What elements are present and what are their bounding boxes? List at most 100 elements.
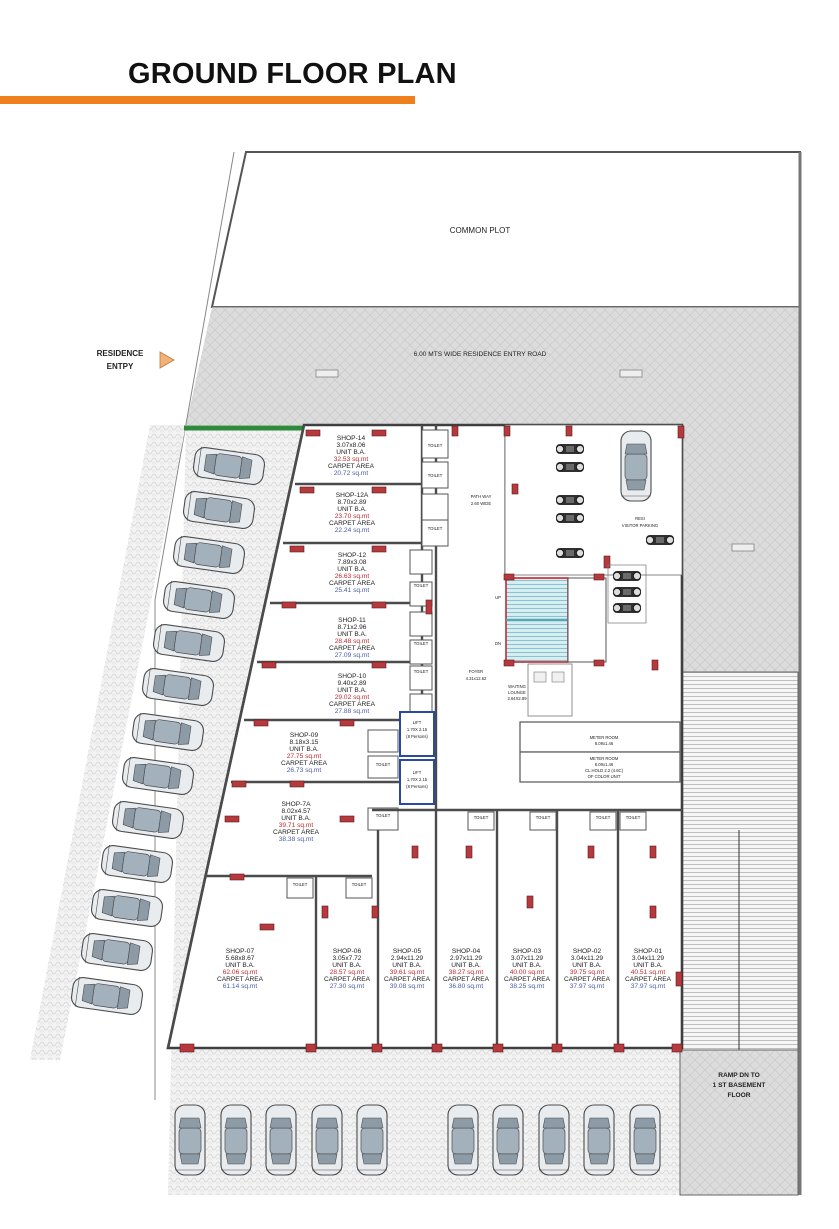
shop-07: SHOP-07 5.68x8.67 UNIT B.A. 62.06 sq.mt … xyxy=(217,948,264,990)
toilet-label: TOILET xyxy=(376,762,391,767)
shop-ba: 29.02 sq.mt xyxy=(335,694,370,701)
shop-ba: 62.06 sq.mt xyxy=(223,969,258,976)
shop-03: SHOP-03 3.07x11.29 UNIT B.A. 40.00 sq.mt… xyxy=(504,948,551,990)
pathway-line2: 2.60 WIDE xyxy=(471,501,491,506)
shop-carpet: 37.97 sq.mt xyxy=(631,983,666,990)
common-plot: COMMON PLOT xyxy=(210,151,801,308)
shop-carpet-label: CARPET AREA xyxy=(443,976,490,983)
ramp: RAMP DN TO 1 ST BASEMENT FLOOR xyxy=(679,671,799,1196)
foyer-line1: FOYER xyxy=(469,669,483,674)
shop-carpet-label: CARPET AREA xyxy=(564,976,611,983)
car-icon xyxy=(538,1104,570,1176)
car-icon xyxy=(69,975,145,1017)
lift-2: LIFT 1.70X 2.15 (8 Persons) xyxy=(399,759,435,805)
shop-ba: 28.48 sq.mt xyxy=(335,638,370,645)
shop-02: SHOP-02 3.04x11.29 UNIT B.A. 39.75 sq.mt… xyxy=(564,948,611,990)
common-plot-label: COMMON PLOT xyxy=(450,226,511,235)
shop-carpet-label: CARPET AREA xyxy=(328,463,375,470)
car-icon xyxy=(447,1104,479,1176)
shop-unit: UNIT B.A. xyxy=(337,506,367,513)
ramp-label-line1: RAMP DN TO xyxy=(718,1072,760,1079)
car-icon xyxy=(110,799,186,841)
shop-name: SHOP-02 xyxy=(573,948,602,955)
page-title: GROUND FLOOR PLAN xyxy=(128,58,457,90)
foyer-line2: 4.31x12.62 xyxy=(466,676,487,681)
car-icon xyxy=(265,1104,297,1176)
lift-1-size: 1.70X 2.15 xyxy=(407,727,428,732)
visitor-parking-vehicles xyxy=(555,430,675,624)
car-icon xyxy=(311,1104,343,1176)
entry-road: 6.00 MTS WIDE RESIDENCE ENTRY ROAD xyxy=(186,306,800,672)
shop-ba: 38.27 sq.mt xyxy=(449,969,484,976)
shop-name: SHOP-01 xyxy=(634,948,663,955)
shop-dim: 3.04x11.29 xyxy=(571,955,603,962)
shop-name: SHOP-05 xyxy=(393,948,422,955)
car-icon xyxy=(220,1104,252,1176)
shop-dim: 5.68x8.67 xyxy=(226,955,255,962)
shop-carpet: 27.30 sq.mt xyxy=(330,983,365,990)
lift-1: LIFT 1.70X 2.15 (8 Persons) xyxy=(399,711,435,757)
waiting-line2: LOUNGE xyxy=(508,690,526,695)
lift-2-name: LIFT xyxy=(413,770,422,775)
shop-unit: UNIT B.A. xyxy=(392,962,422,969)
shop-carpet: 20.72 sq.mt xyxy=(334,470,369,477)
shop-unit: UNIT B.A. xyxy=(633,962,663,969)
shop-ba: 39.71 sq.mt xyxy=(279,822,314,829)
bike-icon xyxy=(555,443,585,455)
shop-dim: 8.70x2.89 xyxy=(338,499,367,506)
shop-ba: 40.00 sq.mt xyxy=(510,969,545,976)
columns xyxy=(179,425,685,1053)
meter-room-1-line2: 8.09x1.46 xyxy=(595,741,614,746)
shop-name: SHOP-12A xyxy=(336,492,369,499)
shop-09: SHOP-09 8.18x3.15 UNIT B.A. 27.75 sq.mt … xyxy=(281,732,328,774)
building: LIFT 1.70X 2.15 (8 Persons) LIFT 1.70X 2… xyxy=(166,423,685,1053)
shop-carpet-label: CARPET AREA xyxy=(324,976,371,983)
shop-unit: UNIT B.A. xyxy=(332,962,362,969)
shop-carpet: 27.88 sq.mt xyxy=(335,708,370,715)
bike-icon xyxy=(555,461,585,473)
resi-parking-line1: RESI xyxy=(635,516,645,521)
shop-unit: UNIT B.A. xyxy=(337,687,367,694)
toilet-label: TOILET xyxy=(474,815,489,820)
shop-ba: 39.75 sq.mt xyxy=(570,969,605,976)
bike-icon xyxy=(612,570,642,582)
car-icon xyxy=(620,430,652,502)
car-icon xyxy=(356,1104,388,1176)
lift-1-name: LIFT xyxy=(413,720,422,725)
shop-ba: 26.63 sq.mt xyxy=(335,573,370,580)
bike-icon xyxy=(555,512,585,524)
pathway-line1: PATH WAY xyxy=(471,494,492,499)
shop-name: SHOP-09 xyxy=(290,732,319,739)
shop-name: SHOP-11 xyxy=(338,617,366,624)
meter-room-2-line3: CL.HOLD 2.2 (4.6C) xyxy=(585,768,624,773)
waiting-line1: WAITING xyxy=(508,684,526,689)
shop-dim: 8.18x3.15 xyxy=(290,739,319,746)
shop-unit: UNIT B.A. xyxy=(512,962,542,969)
resi-parking-line2: VISITOR PARKING xyxy=(622,523,658,528)
shop-carpet-label: CARPET AREA xyxy=(384,976,431,983)
car-icon xyxy=(79,931,155,973)
shop-ba: 27.75 sq.mt xyxy=(287,753,322,760)
shop-04: SHOP-04 2.97x11.29 UNIT B.A. 38.27 sq.mt… xyxy=(443,948,490,990)
bike-icon xyxy=(612,586,642,598)
shop-name: SHOP-04 xyxy=(452,948,481,955)
shop-name: SHOP-03 xyxy=(513,948,542,955)
entry-arrow-icon xyxy=(159,351,175,369)
lift-2-size: 1.70X 2.15 xyxy=(407,777,428,782)
toilet-label: TOILET xyxy=(293,882,308,887)
toilet-label: TOILET xyxy=(414,641,429,646)
shop-dim: 3.05x7.72 xyxy=(333,955,362,962)
shop-carpet: 22.24 sq.mt xyxy=(335,527,370,534)
shop-carpet: 27.09 sq.mt xyxy=(335,652,370,659)
meter-room-1-line1: METER ROOM xyxy=(590,735,619,740)
toilet-label: TOILET xyxy=(376,813,391,818)
shop-carpet-label: CARPET AREA xyxy=(329,580,376,587)
car-icon xyxy=(174,1104,206,1176)
toilet-label: TOILET xyxy=(414,669,429,674)
shop-name: SHOP-07 xyxy=(226,948,255,955)
ramp-label-line3: FLOOR xyxy=(727,1092,750,1099)
residence-entry: RESIDENCE ENTPY xyxy=(97,349,175,371)
shop-name: SHOP-10 xyxy=(338,673,367,680)
shop-carpet-label: CARPET AREA xyxy=(281,760,328,767)
bike-icon xyxy=(612,602,642,614)
